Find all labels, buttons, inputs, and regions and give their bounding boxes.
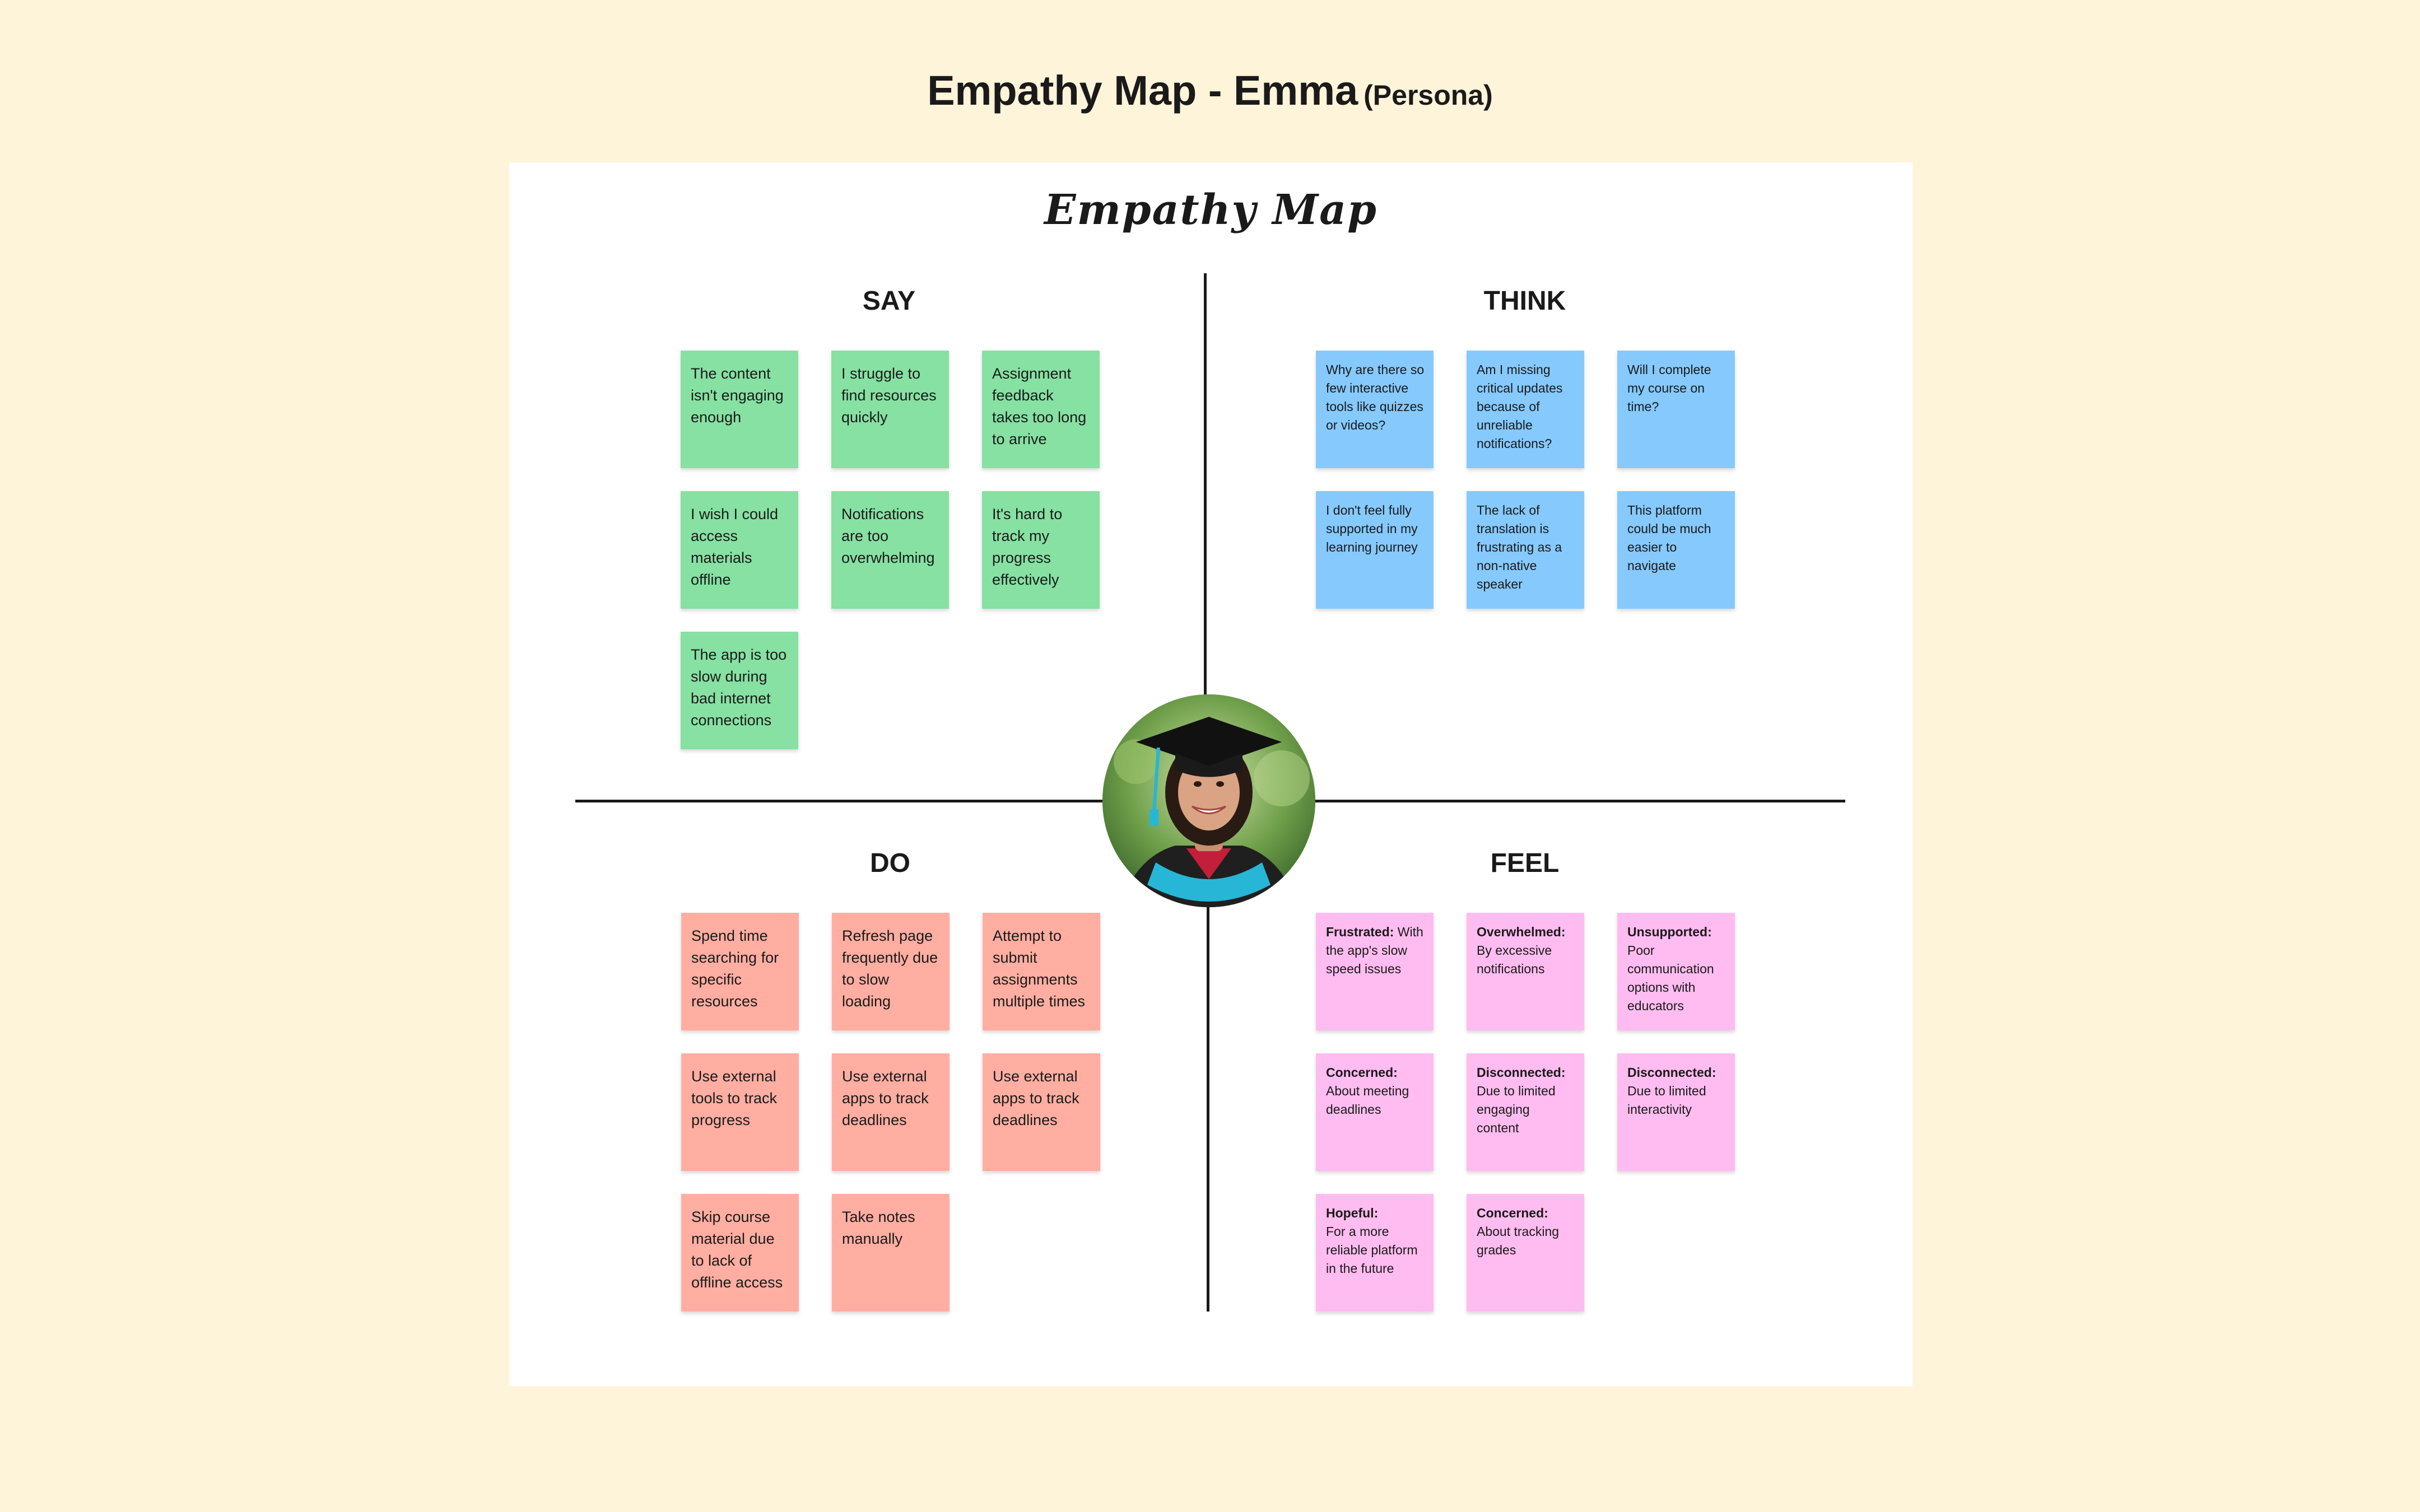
think-note[interactable]: I don't feel fully supported in my learn… bbox=[1316, 491, 1434, 609]
feel-note-text: For a more reliable platform in the futu… bbox=[1326, 1224, 1418, 1276]
horizontal-axis-right bbox=[1315, 800, 1845, 802]
persona-tag: (Persona) bbox=[1363, 80, 1493, 111]
do-note[interactable]: Use external tools to track progress bbox=[681, 1053, 799, 1171]
think-notes: Why are there so few interactive tools l… bbox=[1316, 351, 1735, 609]
persona-avatar bbox=[1102, 694, 1315, 907]
feel-note-label: Concerned: bbox=[1477, 1206, 1548, 1220]
do-notes: Spend time searching for specific resour… bbox=[681, 913, 1100, 1312]
feel-notes: Frustrated: With the app's slow speed is… bbox=[1316, 913, 1735, 1312]
feel-note[interactable]: Concerned: About meeting deadlines bbox=[1316, 1053, 1434, 1171]
do-note[interactable]: Attempt to submit assignments multiple t… bbox=[983, 913, 1100, 1030]
do-note[interactable]: Take notes manually bbox=[832, 1194, 950, 1312]
do-note[interactable]: Refresh page frequently due to slow load… bbox=[832, 913, 950, 1030]
feel-note-text: With the app's slow speed issues bbox=[1326, 925, 1423, 976]
empathy-map-board: Empathy Map SAY THINK DO FEEL The conten… bbox=[509, 162, 1912, 1386]
feel-note[interactable]: Overwhelmed: By excessive notifications bbox=[1467, 913, 1584, 1030]
say-note[interactable]: The app is too slow during bad internet … bbox=[681, 632, 798, 749]
feel-title: FEEL bbox=[1490, 848, 1560, 878]
say-note[interactable]: Notifications are too overwhelming bbox=[831, 491, 949, 609]
feel-note[interactable]: Disconnected: Due to limited interactivit… bbox=[1617, 1053, 1735, 1171]
feel-note-text: By excessive notifications bbox=[1477, 943, 1552, 976]
feel-note-text: Poor communication options with educator… bbox=[1627, 943, 1714, 1013]
page-title-text: Empathy Map - Emma bbox=[927, 67, 1358, 114]
say-note[interactable]: I struggle to find resources quickly bbox=[831, 351, 949, 468]
think-note[interactable]: Am I missing critical updates because of… bbox=[1467, 351, 1584, 468]
feel-note-label: Disconnected: bbox=[1477, 1065, 1566, 1080]
think-title: THINK bbox=[1483, 286, 1566, 316]
say-title: SAY bbox=[862, 286, 916, 316]
horizontal-axis-left bbox=[575, 800, 1102, 802]
do-title: DO bbox=[870, 848, 910, 878]
think-note[interactable]: Why are there so few interactive tools l… bbox=[1316, 351, 1434, 468]
page-title: Empathy Map - Emma(Persona) bbox=[0, 63, 2420, 123]
feel-note-text: Due to limited engaging content bbox=[1477, 1084, 1556, 1135]
say-note[interactable]: It's hard to track my progress effective… bbox=[982, 491, 1100, 609]
feel-note-label: Concerned: bbox=[1326, 1065, 1398, 1080]
feel-note-text: Due to limited interactivity bbox=[1627, 1084, 1706, 1117]
vertical-axis-bottom bbox=[1207, 907, 1209, 1312]
vertical-axis-top bbox=[1204, 273, 1207, 694]
feel-note-label: Overwhelmed: bbox=[1477, 925, 1566, 939]
feel-note-label: Unsupported: bbox=[1627, 925, 1712, 939]
feel-note[interactable]: Hopeful: For a more reliable platform in … bbox=[1316, 1194, 1434, 1312]
think-note[interactable]: Will I complete my course on time? bbox=[1617, 351, 1735, 468]
feel-note-label: Disconnected: bbox=[1627, 1065, 1716, 1080]
feel-note[interactable]: Frustrated: With the app's slow speed is… bbox=[1316, 913, 1434, 1030]
graduate-portrait-icon bbox=[1102, 694, 1315, 907]
do-note[interactable]: Use external apps to track deadlines bbox=[983, 1053, 1100, 1171]
do-note[interactable]: Spend time searching for specific resour… bbox=[681, 913, 799, 1030]
feel-note-text: About meeting deadlines bbox=[1326, 1084, 1409, 1117]
say-note[interactable]: The content isn't engaging enough bbox=[681, 351, 798, 468]
think-note[interactable]: The lack of translation is frustrating a… bbox=[1467, 491, 1584, 609]
feel-note-label: Hopeful: bbox=[1326, 1206, 1379, 1220]
say-note[interactable]: I wish I could access materials offline bbox=[681, 491, 798, 609]
do-note[interactable]: Skip course material due to lack of offl… bbox=[681, 1194, 799, 1312]
do-note[interactable]: Use external apps to track deadlines bbox=[832, 1053, 950, 1171]
feel-note-label: Frustrated: bbox=[1326, 925, 1394, 939]
feel-note[interactable]: Disconnected: Due to limited engaging con… bbox=[1467, 1053, 1584, 1171]
say-note[interactable]: Assignment feedback takes too long to ar… bbox=[982, 351, 1100, 468]
think-note[interactable]: This platform could be much easier to na… bbox=[1617, 491, 1735, 609]
feel-note[interactable]: Concerned: About tracking grades bbox=[1467, 1194, 1584, 1312]
feel-note[interactable]: Unsupported: Poor communication options w… bbox=[1617, 913, 1735, 1030]
feel-note-text: About tracking grades bbox=[1477, 1224, 1560, 1257]
board-title: Empathy Map bbox=[1044, 186, 1377, 234]
say-notes: The content isn't engaging enough I stru… bbox=[681, 351, 1100, 749]
